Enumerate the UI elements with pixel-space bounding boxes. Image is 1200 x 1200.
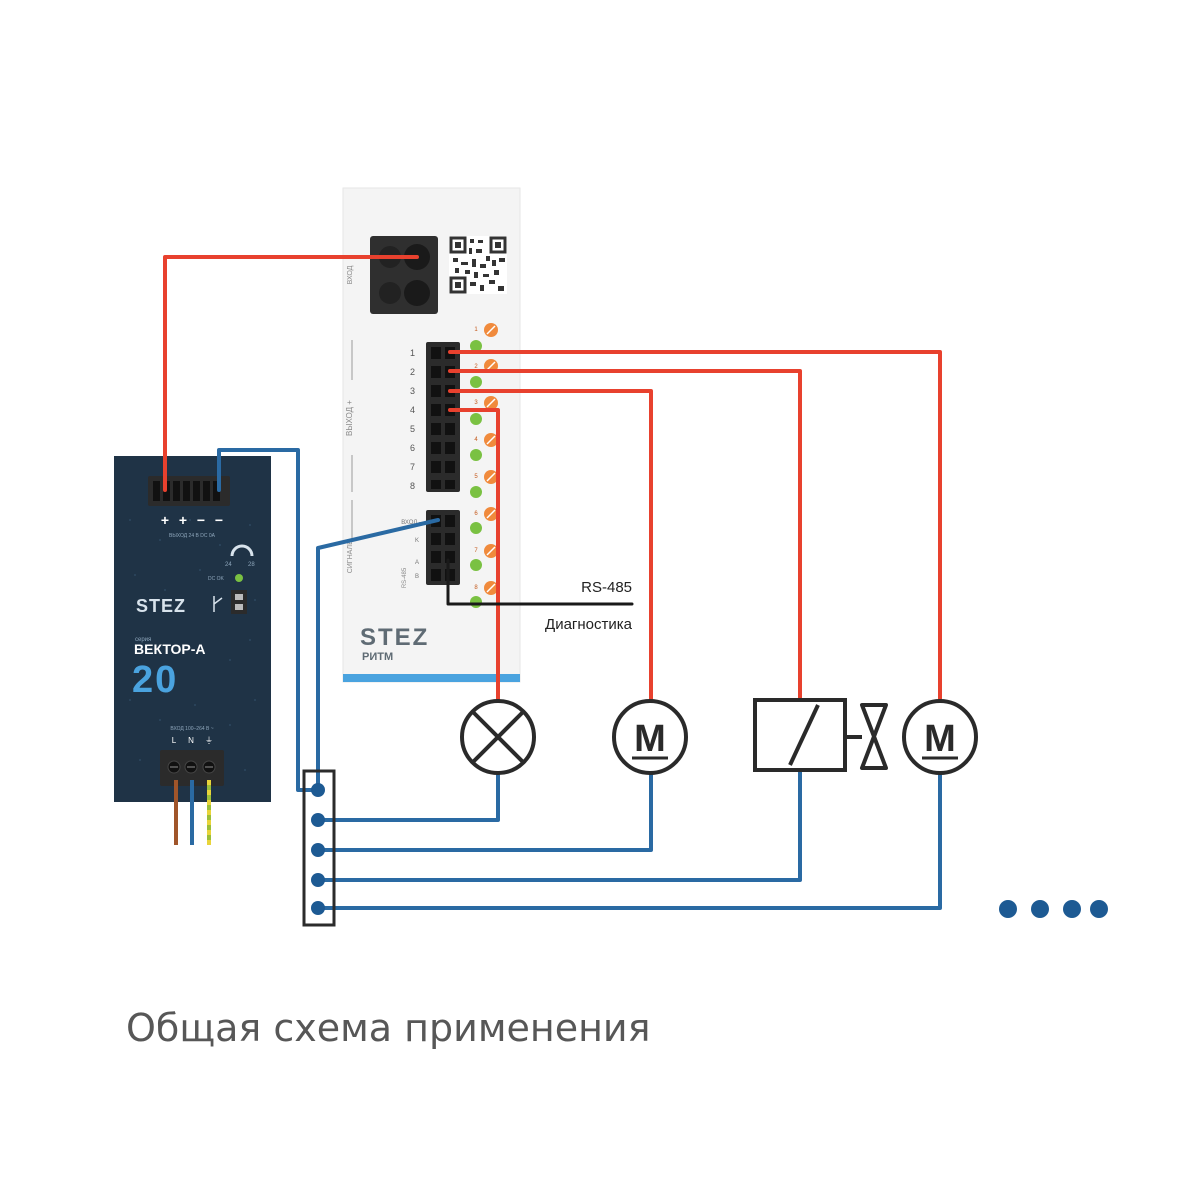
channel-number: 1 [410,348,415,358]
lamp-symbol [460,699,536,775]
channel-indicators [470,323,498,608]
controller-brand-logo: STEZ [360,624,429,651]
solenoid-valve-symbol [753,698,888,772]
knob-number: 7 [474,548,478,554]
continuation-dot [999,900,1017,918]
knob-number: 3 [474,400,478,406]
valve-icon [860,703,888,770]
controller-input-terminal [370,236,438,314]
psu-model-name: ВЕКТОР-А [134,641,206,657]
psu-terminal-sign: − [215,512,223,528]
knob-number: 4 [474,437,478,443]
wire-return-2 [316,773,653,852]
controller-accent-strip [343,674,520,682]
channel-indicator-3 [470,396,498,425]
continuation-dots [999,900,1108,918]
wire-return-3 [316,768,802,882]
signal-pin-label: K [415,538,419,544]
controller-module: ВХОД ВЫХОД + 1 2 [342,187,521,683]
psu-input-terminal-label: L [172,736,177,745]
solenoid-coil-icon [753,698,847,772]
signal-pin-label: B [415,574,419,580]
psu-terminal-sign: − [197,512,205,528]
continuation-dot [1031,900,1049,918]
knob-number: 8 [474,585,478,591]
knob-number: 5 [474,474,478,480]
wire-psu-positive [163,255,419,492]
power-supply-module: + + − − ВЫХОД 24 В DC 0A 24 28 DC OK STE… [114,456,271,802]
wire-return-1 [316,773,500,822]
relay-switch-icon [231,590,247,614]
psu-output-label: ВЫХОД 24 В DC 0A [169,533,216,539]
channel-indicator-5 [470,470,498,498]
diagnostics-annotation: Диагностика [545,616,633,633]
channel-indicator-1 [470,323,498,352]
voltage-adjust-icon [230,544,254,557]
channel-number: 6 [410,443,415,453]
signal-pin-label: A [415,560,419,566]
psu-input-label: ВХОД 100–264 В ~ [170,726,213,732]
channel-indicator-4 [470,433,498,461]
psu-voltage-max: 28 [248,562,255,568]
channel-number: 3 [410,386,415,396]
controller-rs485-label: RS-485 [402,567,408,588]
signal-terminal-block [426,510,460,585]
wire-rs485 [446,558,634,606]
psu-voltage-min: 24 [225,562,232,568]
channel-indicator-7 [470,544,498,571]
signal-pin-label: ВХОД - [401,520,421,526]
motor-label: M [634,718,666,760]
wire-output-2 [448,369,802,702]
psu-dc-ok-label: DC OK [208,576,225,582]
channel-numbers: 1 2 3 4 5 6 7 8 [410,348,415,491]
rs485-annotation: RS-485 [581,579,632,596]
knob-number: 1 [474,327,478,333]
controller-signals-label: СИГНАЛЫ [347,539,354,574]
wire-return-4 [316,773,942,910]
psu-terminal-sign: + [179,512,187,528]
channel-number: 2 [410,367,415,377]
motor-symbol: M [612,699,688,775]
channel-indicator-6 [470,507,498,534]
channel-number: 5 [410,424,415,434]
continuation-dot [1090,900,1108,918]
qr-code [449,236,507,294]
psu-brand-logo: STEZ [136,596,186,616]
controller-input-label: ВХОД [347,265,354,284]
dc-ok-led [235,574,243,582]
psu-power-rating: 20 [132,659,178,701]
negative-distribution-bus [302,769,336,927]
controller-output-label: ВЫХОД + [345,400,354,436]
psu-terminal-sign: + [161,512,169,528]
channel-number: 7 [410,462,415,472]
knob-number: 6 [474,511,478,517]
wires [163,255,942,910]
figure-caption: Общая схема применения [126,1006,651,1050]
motor-label: M [924,718,956,760]
psu-input-terminal-label: N [188,736,194,745]
wire-output-1 [448,350,942,702]
knob-number: 2 [474,364,478,370]
psu-input-terminal-label: ⏚ [205,736,213,745]
output-terminal-block [426,342,460,492]
motor-symbol: M [902,699,978,775]
mains-cables [174,780,211,845]
wire-signal-common [316,518,440,792]
channel-number: 4 [410,405,415,415]
controller-model-name: РИТМ [362,651,393,663]
psu-series-label: серия [135,637,151,643]
wire-output-3 [448,389,653,702]
channel-number: 8 [410,481,415,491]
continuation-dot [1063,900,1081,918]
